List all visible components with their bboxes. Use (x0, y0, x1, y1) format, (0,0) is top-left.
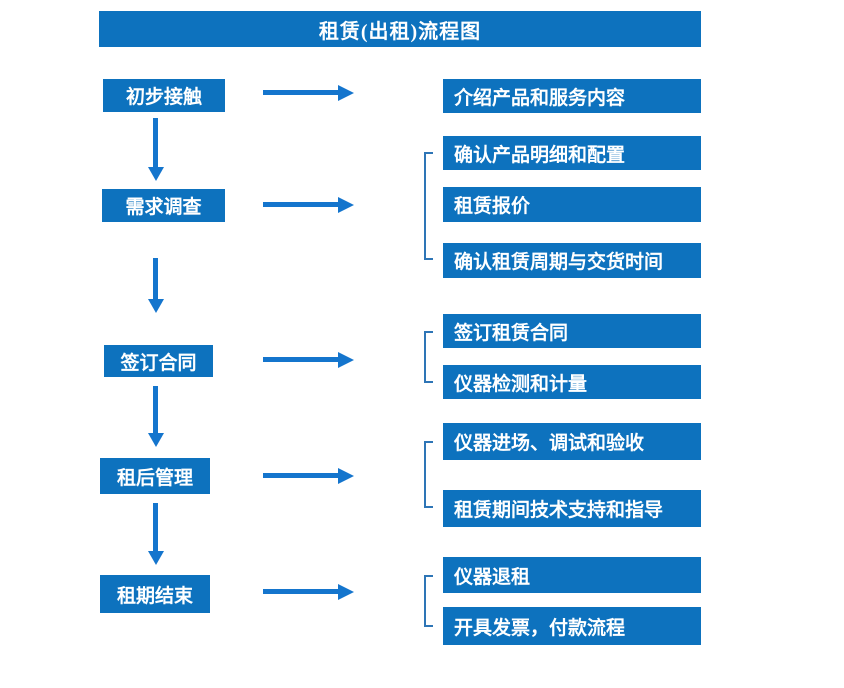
detail-box-sign-rental-contract: 签订租赁合同 (443, 314, 701, 348)
arrow-right-icon-2 (263, 202, 338, 207)
arrow-down-icon-4 (153, 503, 158, 552)
bracket-group-3 (424, 331, 433, 383)
title-bar: 租赁(出租)流程图 (99, 11, 701, 47)
step-box-post-rental-management: 租后管理 (100, 458, 210, 494)
detail-box-technical-support: 租赁期间技术支持和指导 (443, 490, 701, 527)
arrow-down-icon-3 (153, 386, 158, 434)
arrow-right-icon-3 (263, 357, 338, 362)
detail-box-confirm-product-config: 确认产品明细和配置 (443, 136, 701, 170)
arrow-right-icon-5 (263, 589, 338, 594)
detail-box-instrument-return: 仪器退租 (443, 557, 701, 593)
arrow-right-icon-1 (263, 90, 338, 95)
arrow-right-icon-4 (263, 473, 338, 478)
bracket-group-2 (424, 152, 433, 260)
detail-box-confirm-period-delivery: 确认租赁周期与交货时间 (443, 243, 701, 278)
arrow-down-icon-2 (153, 258, 158, 300)
step-box-rental-end: 租期结束 (100, 575, 210, 613)
step-box-initial-contact: 初步接触 (103, 79, 225, 112)
detail-box-instrument-setup-acceptance: 仪器进场、调试和验收 (443, 423, 701, 460)
page-title: 租赁(出租)流程图 (318, 20, 482, 43)
detail-box-invoice-payment: 开具发票，付款流程 (443, 607, 701, 645)
step-box-demand-survey: 需求调查 (102, 189, 225, 222)
bracket-group-5 (424, 575, 433, 627)
arrow-down-icon-1 (153, 118, 158, 168)
detail-box-rental-quote: 租赁报价 (443, 187, 701, 222)
bracket-group-4 (424, 441, 433, 508)
detail-box-instrument-test-metering: 仪器检测和计量 (443, 365, 701, 399)
detail-box-introduce-products: 介绍产品和服务内容 (443, 79, 701, 113)
step-box-sign-contract: 签订合同 (104, 345, 213, 377)
